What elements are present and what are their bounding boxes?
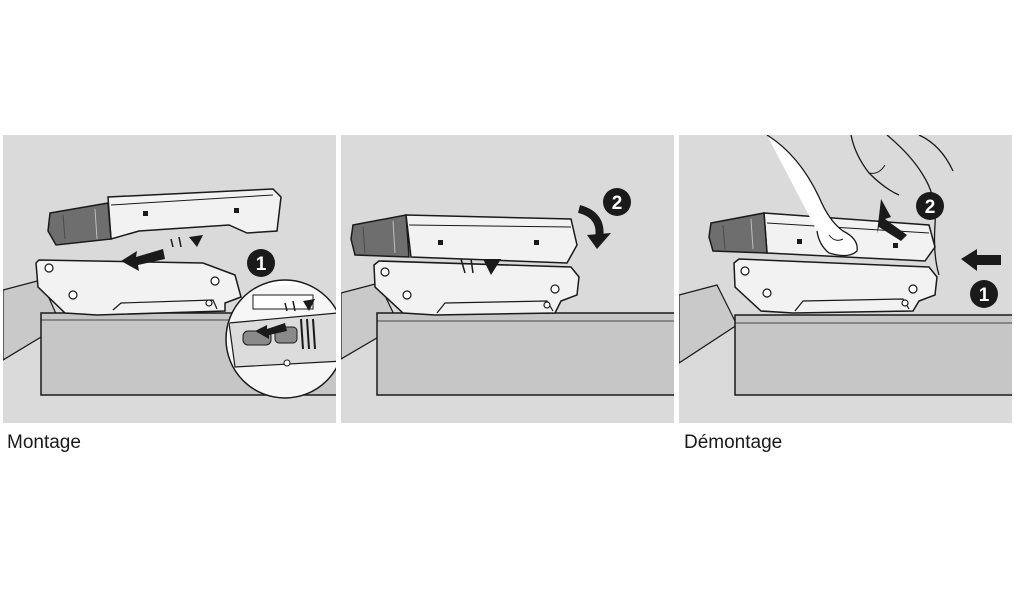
mounting-plate <box>733 258 938 314</box>
mounting-plate <box>35 259 242 316</box>
dismounting-caption: Démontage <box>684 432 783 453</box>
hinge-cap <box>708 212 768 254</box>
mounting-step-1-panel: 1 <box>3 135 336 423</box>
step-1-badge: 1 <box>247 249 275 277</box>
mounting-step-2-panel: 2 <box>341 135 674 423</box>
svg-text:2: 2 <box>612 193 623 214</box>
dismounting-illustration: 2 1 <box>679 135 1012 396</box>
detail-magnifier <box>225 279 336 399</box>
rotate-down-arrow <box>577 205 611 249</box>
cabinet-board <box>734 314 1012 396</box>
cabinet-side-wall <box>679 284 738 364</box>
slide-left-arrow <box>121 249 165 271</box>
svg-text:1: 1 <box>979 285 990 306</box>
mounting-step-1-illustration: 1 <box>3 188 336 399</box>
svg-text:2: 2 <box>925 197 936 218</box>
hinge-arm <box>107 188 282 240</box>
cabinet-board <box>376 312 674 396</box>
step-1-badge: 1 <box>970 280 998 308</box>
step-2-badge: 2 <box>603 188 631 216</box>
hinge-arm <box>405 214 578 264</box>
svg-text:1: 1 <box>256 254 267 275</box>
hinge-cap <box>350 214 410 258</box>
hinge-cap <box>47 202 112 246</box>
push-left-arrow <box>961 249 1001 271</box>
mounting-caption: Montage <box>7 432 81 453</box>
mounting-plate <box>373 260 580 316</box>
step-2-badge: 2 <box>916 192 944 220</box>
mounting-step-2-illustration: 2 <box>341 188 674 396</box>
dismounting-panel: 2 1 <box>679 135 1012 423</box>
lift-up-arrow <box>877 199 907 241</box>
